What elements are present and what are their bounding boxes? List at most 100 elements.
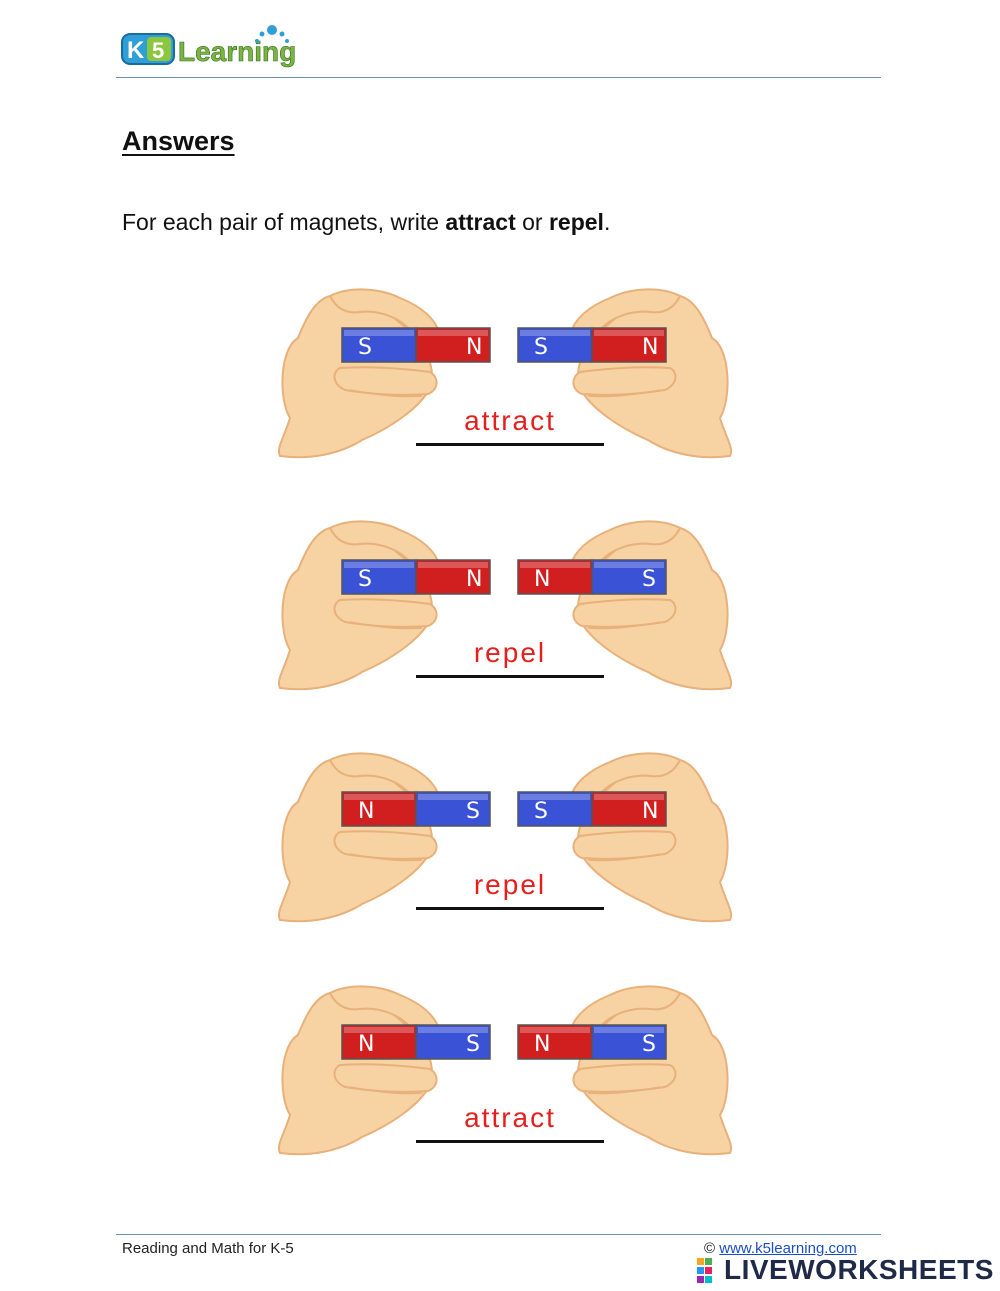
pole-label: S bbox=[466, 799, 480, 824]
north-pole bbox=[517, 1024, 593, 1060]
left-hand-icon bbox=[278, 985, 442, 1156]
keyword-repel: repel bbox=[548, 209, 604, 235]
answer-text[interactable]: attract bbox=[464, 405, 556, 436]
page-title: Answers bbox=[122, 126, 235, 156]
magnet-shine bbox=[520, 562, 590, 568]
thumb bbox=[333, 830, 438, 860]
thumb bbox=[572, 598, 677, 628]
south-pole bbox=[415, 1024, 491, 1060]
answer-blank-line bbox=[416, 675, 604, 678]
magnet-shine bbox=[520, 1027, 590, 1033]
liveworksheets-icon bbox=[697, 1258, 712, 1283]
magnet-shine bbox=[418, 562, 488, 568]
finger-crease bbox=[587, 1086, 661, 1095]
pole-label: N bbox=[466, 335, 482, 360]
thumb bbox=[572, 366, 677, 396]
footer-tagline: Reading and Math for K-5 bbox=[122, 1240, 294, 1257]
south-pole bbox=[415, 791, 491, 827]
footer-website-link[interactable]: www.k5learning.com bbox=[719, 1240, 857, 1257]
pole-label: N bbox=[642, 335, 658, 360]
north-pole bbox=[341, 791, 417, 827]
south-pole bbox=[517, 791, 593, 827]
finger-crease bbox=[349, 389, 423, 398]
k5-learning-logo: K 5 Learning bbox=[120, 22, 360, 74]
finger-crease bbox=[587, 621, 661, 630]
pole-label: S bbox=[466, 1032, 480, 1057]
pole-label: N bbox=[466, 567, 482, 592]
magnet-shine bbox=[594, 330, 664, 336]
north-pole bbox=[591, 327, 667, 363]
north-pole bbox=[415, 559, 491, 595]
finger-crease bbox=[587, 853, 661, 862]
magnet-shine bbox=[594, 562, 664, 568]
thumb bbox=[572, 830, 677, 860]
pole-label: S bbox=[642, 1032, 656, 1057]
magnet-shine bbox=[418, 330, 488, 336]
pole-label: S bbox=[358, 335, 372, 360]
pole-label: N bbox=[534, 567, 550, 592]
pole-label: S bbox=[534, 799, 548, 824]
footer-divider bbox=[116, 1234, 881, 1235]
svg-text:K: K bbox=[127, 37, 145, 64]
answer-text[interactable]: repel bbox=[473, 869, 547, 900]
magnet-shine bbox=[418, 1027, 488, 1033]
south-pole bbox=[517, 327, 593, 363]
finger-crease bbox=[349, 853, 423, 862]
magnet-shine bbox=[594, 794, 664, 800]
thumb bbox=[333, 598, 438, 628]
svg-text:5: 5 bbox=[152, 38, 164, 63]
north-pole bbox=[591, 791, 667, 827]
svg-text:Learning: Learning bbox=[178, 36, 296, 67]
liveworksheets-brand: LIVEWORKSHEETS bbox=[697, 1254, 997, 1286]
south-pole bbox=[591, 1024, 667, 1060]
thumb bbox=[333, 366, 438, 396]
north-pole bbox=[517, 559, 593, 595]
magnet-shine bbox=[594, 1027, 664, 1033]
finger-crease bbox=[349, 621, 423, 630]
pole-label: N bbox=[358, 1032, 374, 1057]
pole-label: N bbox=[642, 799, 658, 824]
pole-label: S bbox=[358, 567, 372, 592]
pole-label: S bbox=[642, 567, 656, 592]
magnet-shine bbox=[344, 562, 414, 568]
north-pole bbox=[415, 327, 491, 363]
answer-blank-line bbox=[416, 443, 604, 446]
thumb bbox=[333, 1063, 438, 1093]
magnet-shine bbox=[418, 794, 488, 800]
pole-label: N bbox=[534, 1032, 550, 1057]
thumb bbox=[572, 1063, 677, 1093]
finger-crease bbox=[587, 389, 661, 398]
pole-label: S bbox=[534, 335, 548, 360]
answer-text[interactable]: attract bbox=[464, 1102, 556, 1133]
finger-crease bbox=[349, 1086, 423, 1095]
answer-text[interactable]: repel bbox=[473, 637, 547, 668]
keyword-attract: attract bbox=[445, 209, 516, 235]
pole-label: N bbox=[358, 799, 374, 824]
magnet-shine bbox=[520, 794, 590, 800]
magnet-shine bbox=[344, 330, 414, 336]
header-divider bbox=[116, 77, 881, 78]
footer-copyright: © www.k5learning.com bbox=[704, 1240, 857, 1257]
magnet-shine bbox=[344, 1027, 414, 1033]
instruction-text: For each pair of magnets, write attract … bbox=[122, 209, 611, 235]
liveworksheets-wordmark: LIVEWORKSHEETS bbox=[724, 1254, 994, 1285]
south-pole bbox=[591, 559, 667, 595]
answer-blank-line bbox=[416, 1140, 604, 1143]
answer-blank-line bbox=[416, 907, 604, 910]
magnet-shine bbox=[344, 794, 414, 800]
